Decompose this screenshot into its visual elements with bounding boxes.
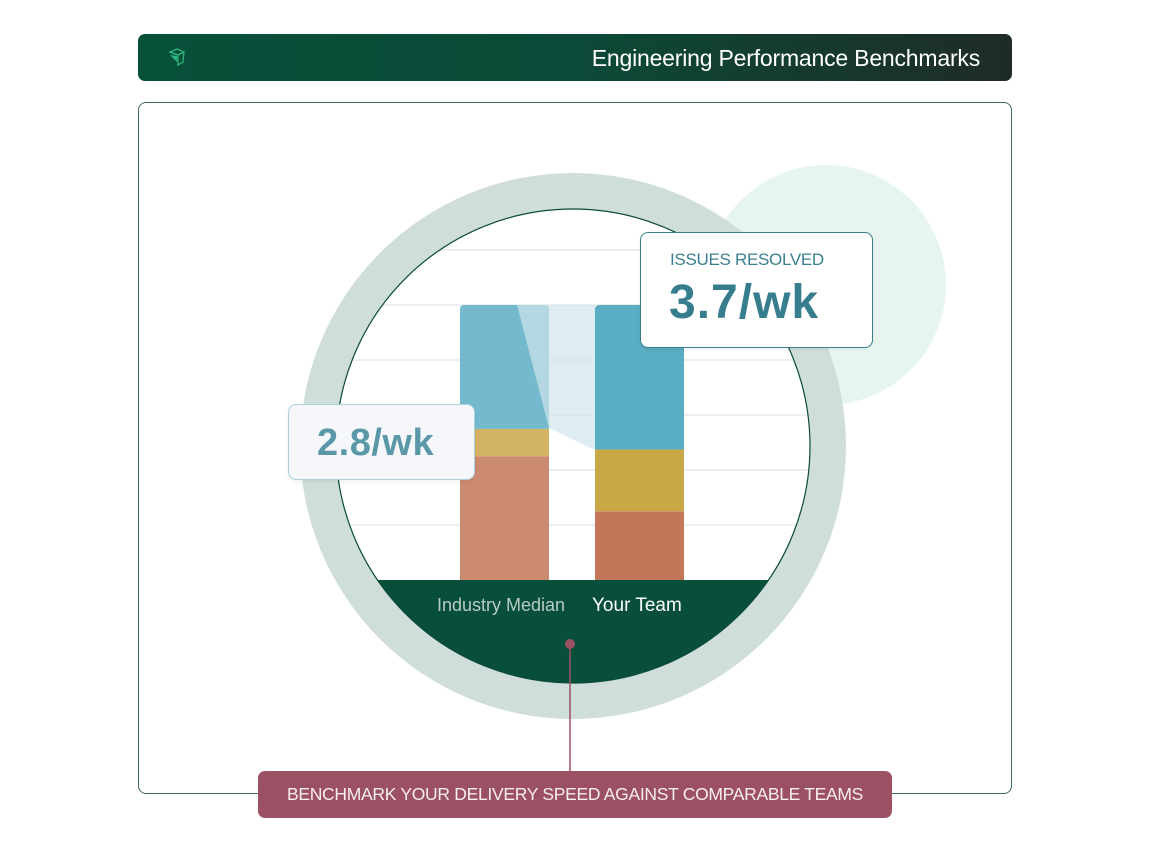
industry-callout: 2.8/wk [288, 404, 475, 480]
category-label-industry: Industry Median [437, 595, 566, 615]
header-bar: Engineering Performance Benchmarks [138, 34, 1012, 81]
comparison-connector [517, 305, 595, 450]
bar-team-middle-segment [595, 449, 684, 512]
category-label-team: Your Team [592, 595, 682, 616]
benchmark-banner: BENCHMARK YOUR DELIVERY SPEED AGAINST CO… [258, 771, 892, 818]
industry-callout-value: 2.8/wk [317, 422, 435, 464]
team-callout-value: 3.7/wk [669, 276, 820, 329]
bar-industry-bottom-segment [460, 456, 549, 580]
team-callout: ISSUES RESOLVED 3.7/wk [640, 232, 873, 348]
page-title: Engineering Performance Benchmarks [591, 45, 980, 71]
team-callout-label: ISSUES RESOLVED [670, 250, 824, 269]
cube-logo-icon [168, 48, 185, 67]
pin-dot [565, 639, 575, 649]
bar-team-bottom-segment [595, 511, 684, 580]
